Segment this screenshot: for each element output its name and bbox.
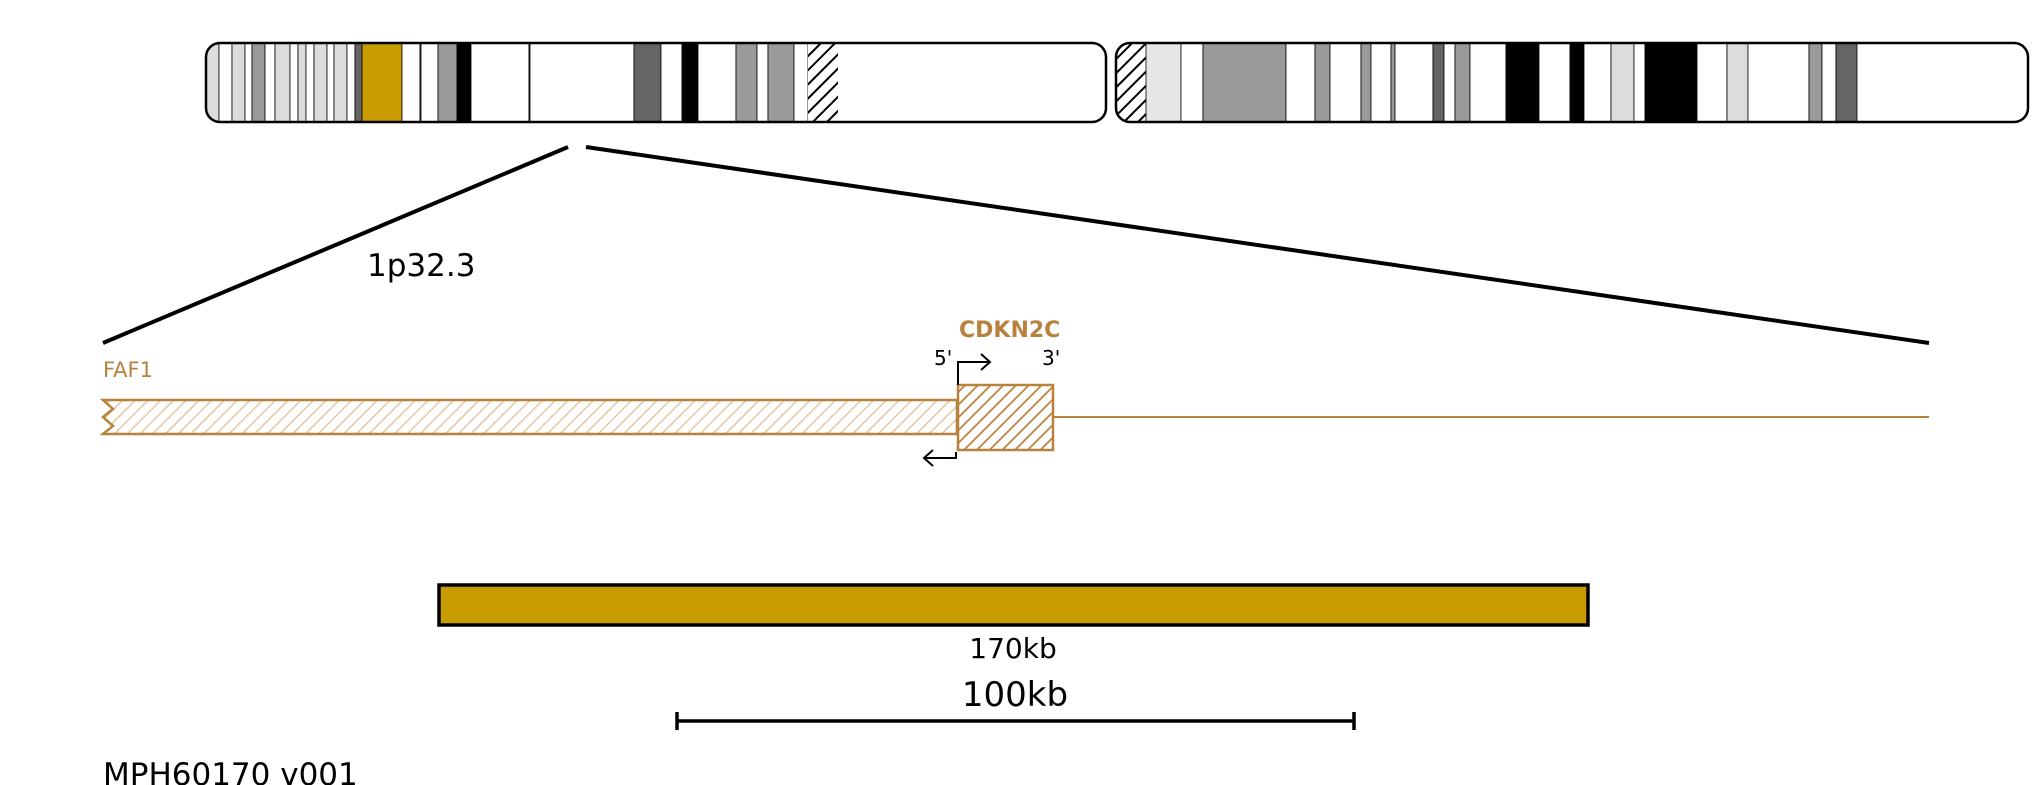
chromosome-band — [1285, 43, 1316, 122]
chromosome-band — [633, 43, 662, 122]
zoom-line-left — [102, 145, 569, 345]
chromosome-band — [326, 43, 335, 122]
forward-transcription-arrow-icon — [957, 353, 992, 385]
chromosome-band — [1633, 43, 1646, 122]
chromosome-ideogram — [204, 41, 2030, 124]
chromosome-band — [264, 43, 276, 122]
chromosome-band — [456, 43, 472, 122]
chromosome-band — [1329, 43, 1362, 122]
chromosome-q-arm-outline — [1114, 41, 2030, 124]
chromosome-band — [231, 43, 246, 122]
chromosome-band — [767, 43, 795, 122]
chromosome-band — [1808, 43, 1823, 122]
chromosome-band — [244, 43, 253, 122]
region-label: 1p32.3 — [367, 248, 475, 284]
chromosome-band — [1180, 43, 1204, 122]
chromosome-band — [346, 43, 356, 122]
chromosome-band — [470, 43, 530, 122]
chromosome-band — [735, 43, 758, 122]
chromosome-band — [1370, 43, 1392, 122]
chromosome-band — [1202, 43, 1287, 122]
chromosome-band — [1726, 43, 1749, 122]
chromosome-band — [681, 43, 699, 122]
chromosome-band — [1505, 43, 1540, 122]
chromosome-band — [1569, 43, 1585, 122]
chromosome-centromere — [1116, 43, 1146, 122]
chromosome-band — [1747, 43, 1810, 122]
chromosome-band — [297, 43, 307, 122]
chromosome-band — [274, 43, 291, 122]
chromosome-q-arm-bands — [1116, 43, 1858, 122]
strand-5prime-label: 5' — [934, 346, 952, 370]
chromosome-band — [1432, 43, 1445, 122]
chromosome-band — [1145, 43, 1182, 122]
probe-bar — [437, 583, 1590, 627]
strand-3prime-label: 3' — [1042, 346, 1060, 370]
chromosome-band — [401, 43, 421, 122]
zoom-line-right — [585, 145, 1930, 345]
chromosome-band — [1835, 43, 1858, 122]
chromosome-band — [420, 43, 439, 122]
chromosome-band — [697, 43, 737, 122]
chromosome-band — [1390, 43, 1396, 122]
chromosome-band — [529, 43, 635, 122]
chromosome-band — [1454, 43, 1471, 122]
chromosome-band — [756, 43, 769, 122]
chromosome-band — [1443, 43, 1456, 122]
chromosome-band — [1314, 43, 1331, 122]
chromosome-band — [1538, 43, 1571, 122]
reverse-transcription-arrow-icon — [922, 449, 957, 467]
chromosome-band — [1469, 43, 1507, 122]
gene-faf1-body — [99, 398, 959, 436]
product-id: MPH60170 v001 — [103, 757, 358, 785]
gene-cdkn2c-body — [956, 383, 1055, 452]
chromosome-band — [1360, 43, 1372, 122]
chromosome-band — [1696, 43, 1728, 122]
chromosome-band — [1610, 43, 1635, 122]
chromosome-band — [251, 43, 266, 122]
chromosome-band — [313, 43, 328, 122]
chromosome-band — [437, 43, 458, 122]
chromosome-band — [1583, 43, 1612, 122]
chromosome-band — [206, 43, 220, 122]
chromosome-p-arm-bands — [206, 43, 838, 122]
chromosome-band — [1644, 43, 1698, 122]
chromosome-band — [1394, 43, 1434, 122]
gene-faf1-label: FAF1 — [103, 358, 153, 382]
scale-bar-label: 100kb — [962, 675, 1068, 715]
chromosome-centromere — [808, 43, 838, 122]
chromosome-band — [354, 43, 363, 122]
chromosome-band — [289, 43, 299, 122]
chromosome-band — [793, 43, 809, 122]
gene-cdkn2c-label: CDKN2C — [959, 318, 1060, 343]
chromosome-p-arm-outline — [204, 41, 1108, 124]
chromosome-band-highlighted — [361, 43, 403, 122]
chromosome-band — [660, 43, 683, 122]
chromosome-band — [333, 43, 348, 122]
chromosome-band — [305, 43, 315, 122]
scale-bar — [675, 712, 1356, 730]
chromosome-band — [218, 43, 233, 122]
probe-size-label: 170kb — [969, 632, 1056, 665]
chromosome-band — [1821, 43, 1837, 122]
gene-track: FAF1 CDKN2C 5' 3' — [99, 318, 1929, 467]
